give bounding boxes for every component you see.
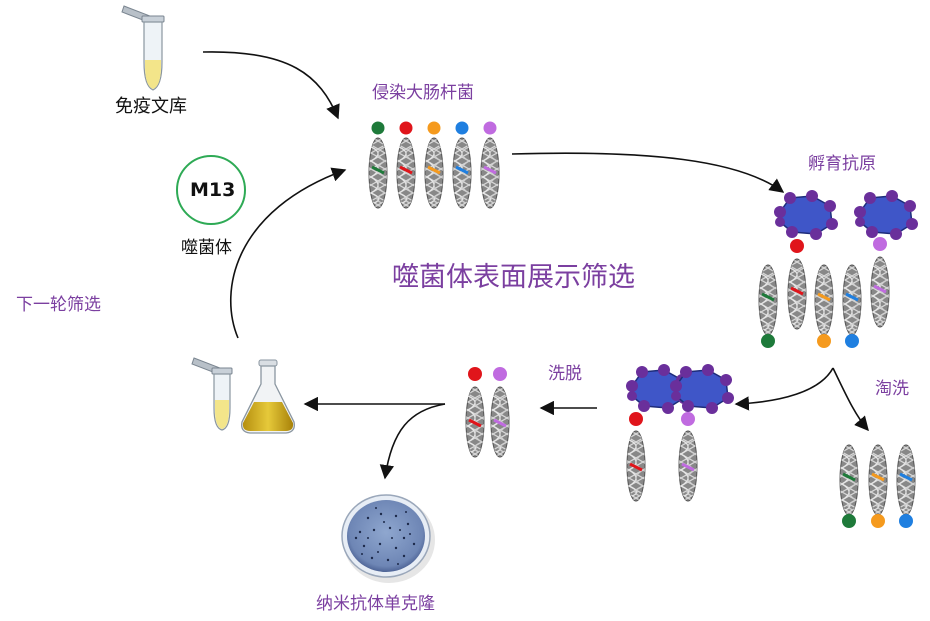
- infect-ecoli-label: 侵染大肠杆菌: [372, 83, 474, 103]
- phage-badge-circle: [176, 155, 246, 225]
- immune-library-label: 免疫文库: [115, 96, 187, 117]
- phage-particle-icon: [368, 121, 500, 209]
- phage-particle-icon: [465, 367, 510, 458]
- page-title: 噬菌体表面展示筛选: [392, 262, 635, 293]
- arrow-infection-to-incubation: [511, 152, 785, 193]
- arrow-to-clone: [379, 403, 446, 480]
- arrow-next-round: [230, 167, 347, 339]
- phage-label: 噬菌体: [181, 238, 232, 258]
- arrow-incubation-to-wash: [832, 367, 869, 432]
- pan-wash-label: 淘洗: [875, 379, 909, 399]
- phage-particle-icon: [839, 444, 916, 528]
- tube-icon: [191, 357, 233, 431]
- antigen-icon: [625, 363, 735, 415]
- elute-label: 洗脱: [548, 364, 582, 384]
- arrow-library-to-infection: [202, 51, 340, 120]
- next-round-label: 下一轮筛选: [16, 295, 101, 315]
- phage-particle-icon: [626, 412, 698, 502]
- flask-icon: [241, 359, 295, 434]
- antigen-icon: [773, 189, 919, 241]
- arrow-incubation-to-elution: [734, 367, 834, 411]
- phage-particle-icon: [758, 237, 890, 348]
- petri-dish-icon: [341, 494, 435, 583]
- phage-badge-text: M13: [190, 179, 236, 201]
- tube-icon: [121, 5, 165, 91]
- nanobody-clone-label: 纳米抗体单克隆: [316, 594, 435, 614]
- incubate-antigen-label: 孵育抗原: [808, 154, 876, 174]
